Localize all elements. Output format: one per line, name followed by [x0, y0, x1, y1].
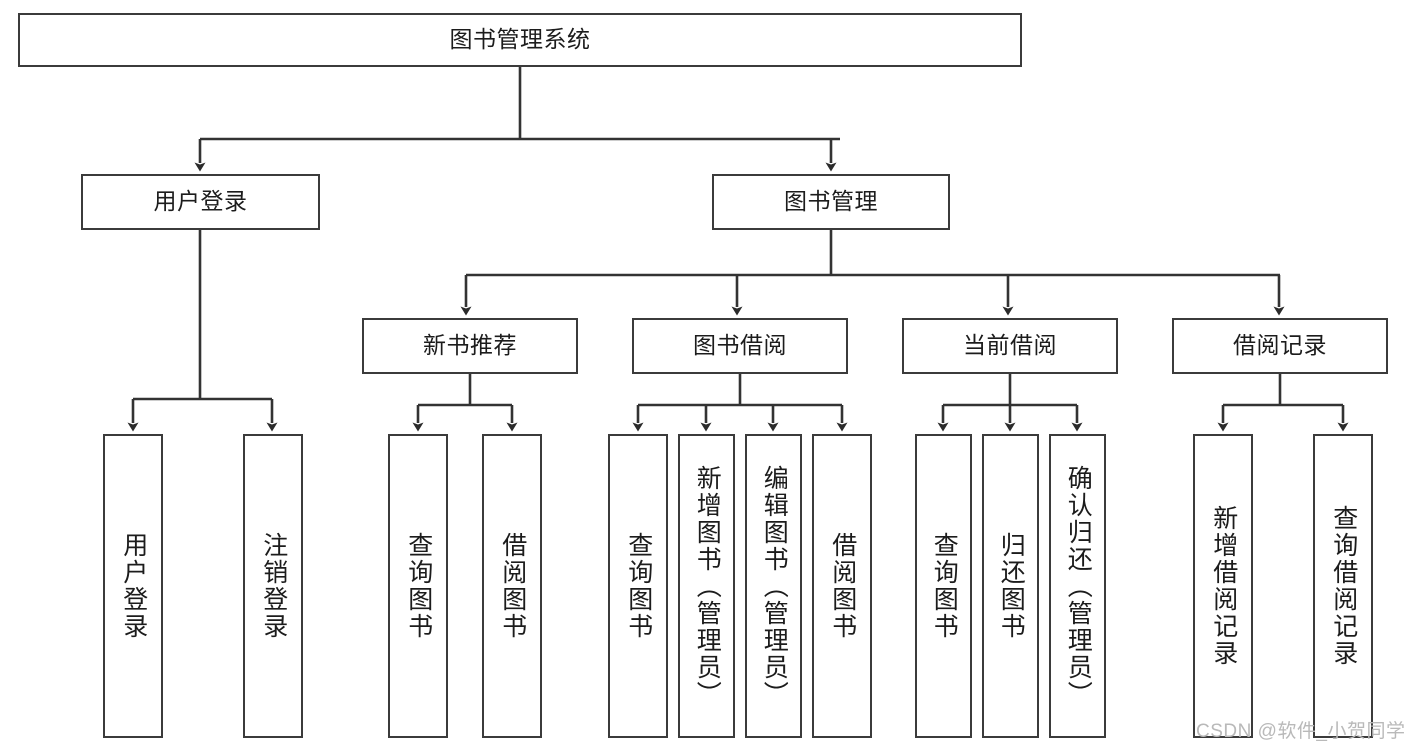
edge-new-book-to-leaves: [412, 374, 518, 432]
edge-root-to-level2: [194, 67, 840, 172]
leaf-query-book-recommend[interactable]: 查询图书: [388, 434, 448, 738]
leaf-query-borrow-record[interactable]: 查询借阅记录: [1313, 434, 1373, 738]
leaf-query-book-borrow[interactable]: 查询图书: [608, 434, 668, 738]
node-label: 新增图书（管理员）: [693, 464, 722, 708]
node-borrow-record[interactable]: 借阅记录: [1172, 318, 1388, 374]
leaf-return-book[interactable]: 归还图书: [982, 434, 1039, 738]
edge-borrow-record-to-leaves: [1217, 374, 1349, 432]
node-label: 借阅图书: [828, 532, 857, 640]
watermark-text: CSDN @软件_小贺同学: [1196, 721, 1405, 742]
node-label: 新增借阅记录: [1209, 505, 1238, 667]
node-new-book-recommend[interactable]: 新书推荐: [362, 318, 578, 374]
node-label: 用户登录: [119, 532, 148, 640]
node-book-management[interactable]: 图书管理: [712, 174, 950, 230]
edge-current-borrow-to-leaves: [937, 374, 1083, 432]
leaf-borrow-book[interactable]: 借阅图书: [812, 434, 872, 738]
node-label: 借阅图书: [498, 532, 527, 640]
node-user-login[interactable]: 用户登录: [81, 174, 320, 230]
node-label: 查询图书: [404, 532, 433, 640]
leaf-edit-book-admin[interactable]: 编辑图书（管理员）: [745, 434, 802, 738]
node-current-borrow[interactable]: 当前借阅: [902, 318, 1118, 374]
node-label: 新书推荐: [423, 332, 517, 359]
edge-book-mgmt-to-level3: [460, 230, 1285, 316]
leaf-user-login[interactable]: 用户登录: [103, 434, 163, 738]
node-label: 注销登录: [259, 532, 288, 640]
node-label: 确认归还（管理员）: [1064, 464, 1093, 708]
edge-user-login-to-leaves: [127, 230, 278, 432]
leaf-query-book-current[interactable]: 查询图书: [915, 434, 972, 738]
node-label: 查询借阅记录: [1329, 505, 1358, 667]
node-label: 图书管理系统: [449, 26, 591, 53]
node-label: 查询图书: [624, 532, 653, 640]
leaf-logout[interactable]: 注销登录: [243, 434, 303, 738]
node-book-borrow[interactable]: 图书借阅: [632, 318, 848, 374]
node-label: 用户登录: [153, 188, 248, 215]
leaf-add-borrow-record[interactable]: 新增借阅记录: [1193, 434, 1253, 738]
node-label: 编辑图书（管理员）: [760, 464, 789, 708]
node-label: 借阅记录: [1233, 332, 1327, 359]
node-label: 当前借阅: [963, 332, 1057, 359]
node-label: 归还图书: [997, 532, 1026, 640]
leaf-borrow-book-recommend[interactable]: 借阅图书: [482, 434, 542, 738]
node-label: 查询图书: [930, 532, 959, 640]
edge-borrow-to-leaves: [632, 374, 848, 432]
leaf-confirm-return-admin[interactable]: 确认归还（管理员）: [1049, 434, 1106, 738]
leaf-add-book-admin[interactable]: 新增图书（管理员）: [678, 434, 735, 738]
node-label: 图书借阅: [693, 332, 787, 359]
node-label: 图书管理: [784, 188, 878, 215]
node-root-system[interactable]: 图书管理系统: [18, 13, 1022, 67]
